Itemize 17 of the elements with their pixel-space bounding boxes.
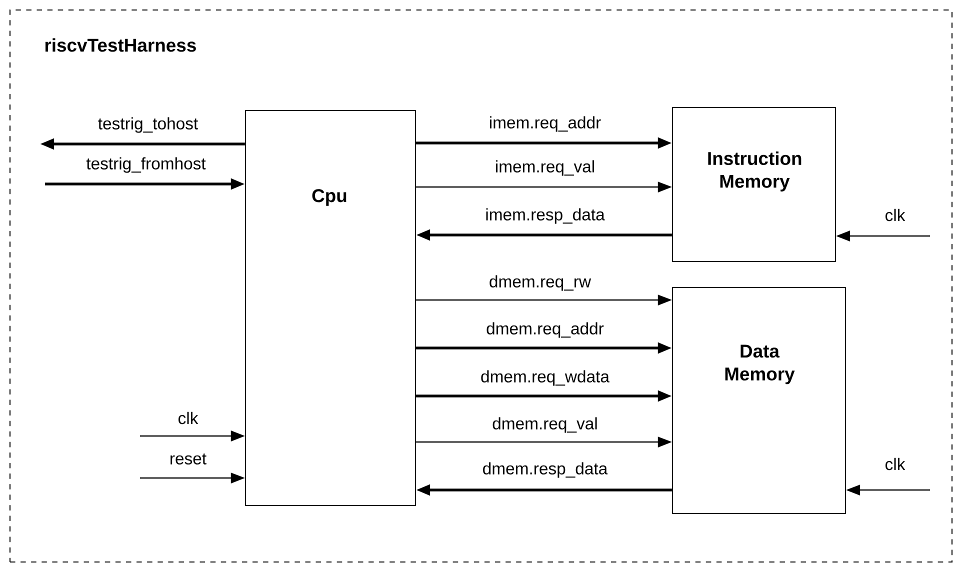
signal-label: reset (170, 454, 206, 464)
module-box: Cpu (244, 110, 416, 506)
signal-label: dmem.req_rw (490, 275, 592, 291)
signal-label: clk (178, 412, 198, 424)
signal-label: dmem.resp_data (483, 462, 608, 478)
signal-label: clk (886, 208, 906, 222)
signal-label: imem.req_addr (490, 116, 601, 132)
signal-label: dmem.req_val (492, 417, 597, 433)
signal-label: testrig_fromhost (86, 157, 206, 173)
signal-label: dmem.req_wdata (481, 370, 610, 386)
signal-label: clk (886, 458, 906, 470)
module-box: Instruction Memory (672, 106, 836, 262)
signal-label: imem.req_val (496, 160, 594, 176)
signal-label: testrig_tohost (98, 117, 198, 133)
module-box: Data Memory (672, 286, 846, 514)
signal-label: imem.resp_data (486, 208, 605, 224)
signal-label: dmem.req_addr (486, 322, 604, 338)
